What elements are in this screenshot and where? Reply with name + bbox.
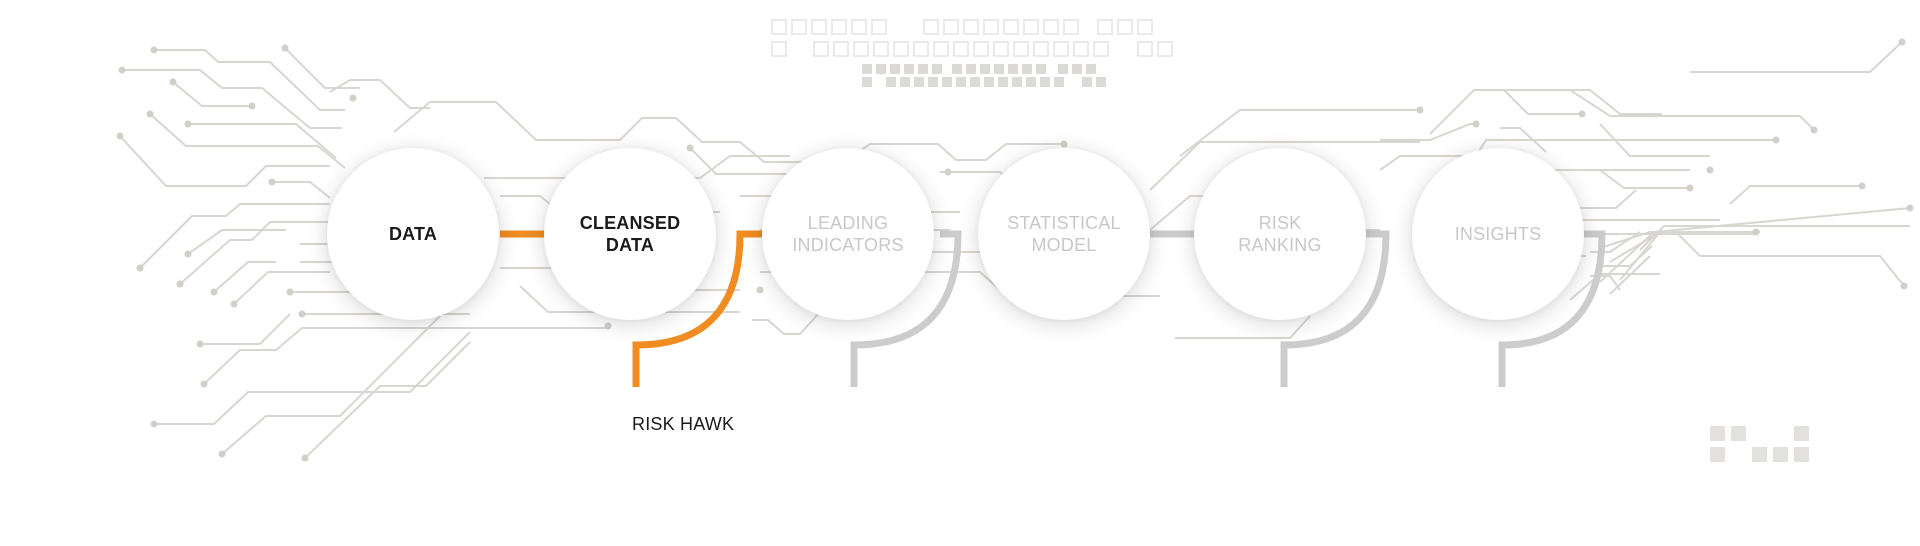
stage-data-label: DATA	[388, 224, 438, 244]
pixel-pattern-top	[771, 19, 1173, 87]
stage-connectors	[500, 230, 1606, 387]
circuit-terminal-dots	[116, 38, 1914, 462]
stage-leading-indicators-label: LEADING INDICATORS	[792, 213, 904, 255]
stage-data: DATA	[327, 148, 499, 320]
stage-risk-ranking: RISK RANKING	[1194, 148, 1366, 320]
stage-insights: INSIGHTS	[1412, 148, 1584, 320]
stage-risk-ranking-label: RISK RANKING	[1238, 213, 1322, 255]
stage-cleansed-data-label: CLEANSED DATA	[579, 213, 681, 255]
connector-ranking-insights	[1280, 230, 1390, 387]
stage-leading-indicators: LEADING INDICATORS	[762, 148, 934, 320]
pixel-pattern-bottom	[1710, 426, 1809, 462]
connector-cleansed-indicators	[632, 230, 762, 387]
product-label: RISK HAWK	[632, 414, 735, 434]
connector-indicators-model	[850, 230, 962, 387]
stage-statistical-model-label: STATISTICAL MODEL	[1007, 213, 1121, 255]
connector-insights-end	[1498, 230, 1606, 387]
stage-statistical-model: STATISTICAL MODEL	[978, 148, 1150, 320]
stage-insights-label: INSIGHTS	[1454, 224, 1542, 244]
stage-cleansed-data: CLEANSED DATA	[544, 148, 716, 320]
